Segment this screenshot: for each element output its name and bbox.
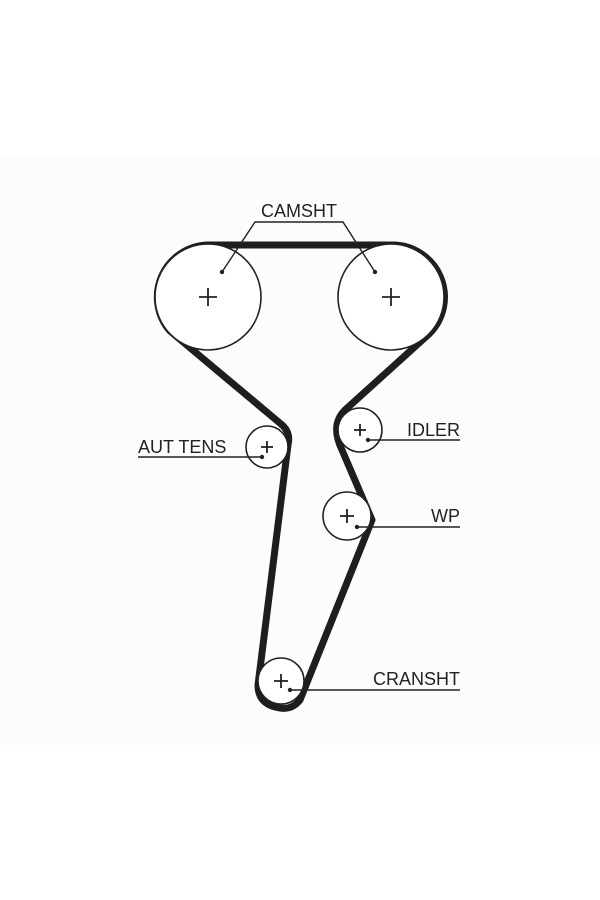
camshaft-leader — [221, 221, 376, 273]
auto-tensioner-pulley — [245, 425, 289, 469]
camshaft-pulley-left — [154, 243, 262, 351]
crankshaft-pulley — [257, 657, 305, 705]
water-pump-pulley — [322, 491, 372, 541]
water-pump-label: WP — [431, 506, 460, 526]
crankshaft-label: CRANSHT — [373, 669, 460, 689]
auto-tensioner-label: AUT TENS — [138, 437, 226, 457]
diagram-panel — [0, 155, 600, 745]
camshaft-label: CAMSHT — [261, 201, 337, 221]
idler-label: IDLER — [407, 420, 460, 440]
idler-pulley — [337, 407, 383, 453]
camshaft-pulley-right — [337, 243, 445, 351]
